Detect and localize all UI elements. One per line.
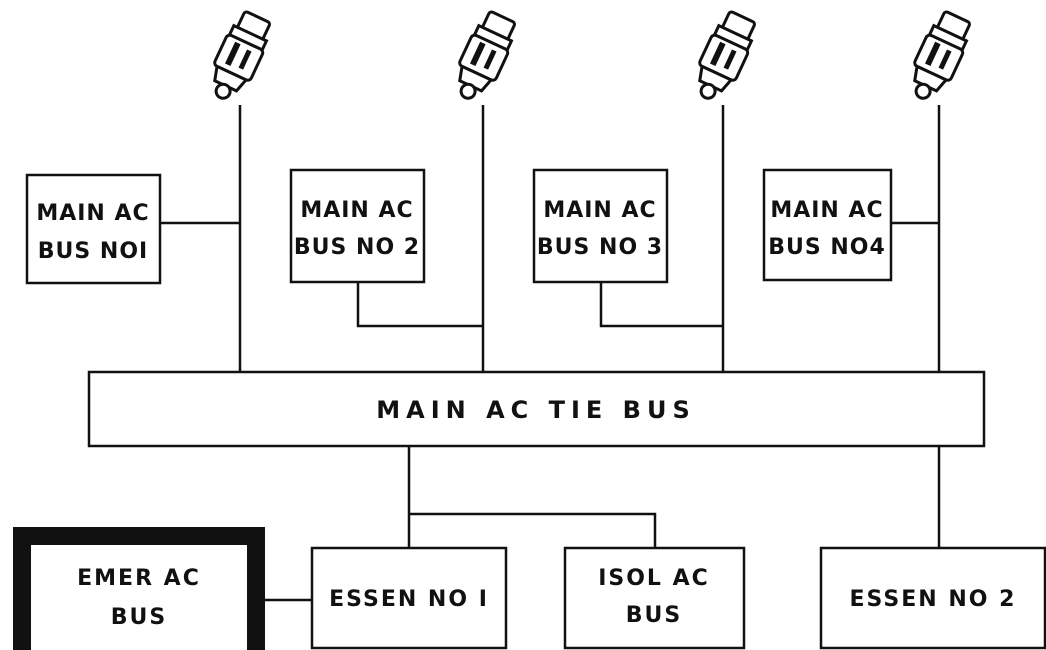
svg-text:BUS: BUS (626, 603, 682, 628)
main-ac-bus-2: MAIN AC BUS NO 2 (289, 168, 426, 284)
generator-2-icon (458, 10, 516, 100)
emer-ac-bus: EMER AC BUS (13, 527, 265, 650)
svg-text:MAIN AC: MAIN AC (770, 198, 883, 223)
bus2-branch (356, 282, 483, 328)
tie-to-isol-line (409, 512, 657, 548)
isol-ac-bus: ISOL AC BUS (563, 546, 746, 650)
svg-text:BUS NO4: BUS NO4 (768, 235, 886, 260)
svg-text:MAIN AC: MAIN AC (300, 198, 413, 223)
svg-text:BUS NOI: BUS NOI (38, 239, 148, 264)
main-ac-tie-bus: MAIN AC TIE BUS (87, 370, 986, 448)
essen-no-1-bus: ESSEN NO I (310, 546, 508, 650)
bus3-branch (599, 282, 723, 328)
svg-text:ISOL AC: ISOL AC (598, 566, 710, 591)
svg-text:MAIN AC: MAIN AC (36, 201, 149, 226)
svg-text:BUS NO 3: BUS NO 3 (537, 235, 663, 260)
svg-text:EMER AC: EMER AC (77, 566, 201, 591)
generator-4-icon (913, 10, 971, 100)
svg-text:MAIN AC: MAIN AC (543, 198, 656, 223)
main-ac-bus-4: MAIN AC BUS NO4 (762, 168, 893, 282)
main-ac-bus-3: MAIN AC BUS NO 3 (532, 168, 669, 284)
generator-3-icon (698, 10, 756, 100)
svg-text:BUS: BUS (111, 605, 167, 630)
svg-text:MAIN AC TIE BUS: MAIN AC TIE BUS (376, 396, 696, 424)
svg-text:ESSEN NO 2: ESSEN NO 2 (850, 587, 1017, 612)
generator-1-icon (213, 10, 271, 100)
essen-no-2-bus: ESSEN NO 2 (819, 546, 1046, 650)
svg-text:ESSEN NO I: ESSEN NO I (329, 587, 489, 612)
main-ac-bus-1: MAIN AC BUS NOI (25, 173, 162, 285)
svg-text:BUS NO 2: BUS NO 2 (294, 235, 420, 260)
